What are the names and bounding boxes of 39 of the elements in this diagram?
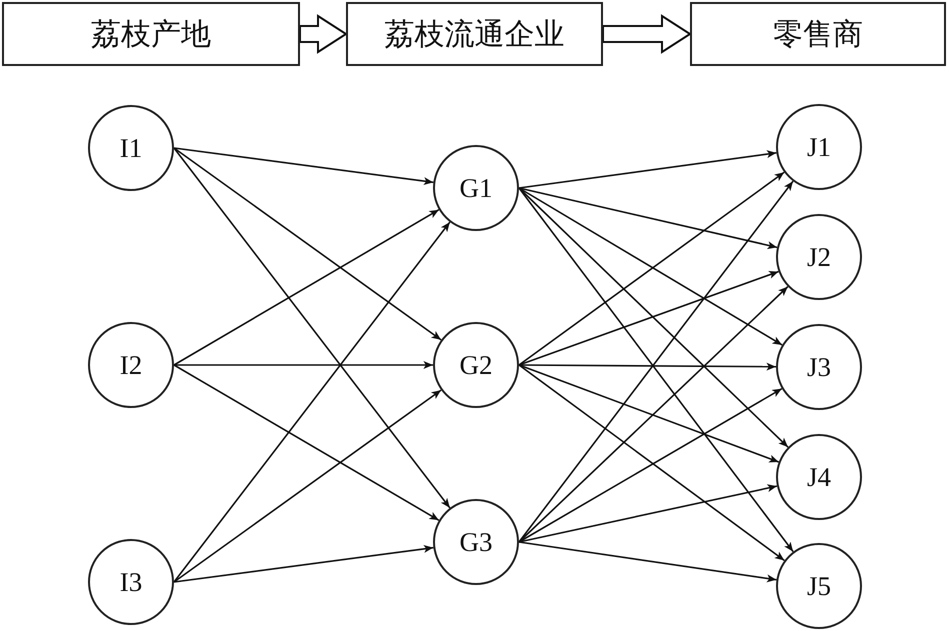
arrow	[174, 147, 434, 186]
node-label: G3	[460, 526, 492, 558]
node-label: I3	[120, 566, 142, 598]
arrow	[519, 362, 776, 371]
arrow	[173, 222, 450, 582]
arrow	[518, 364, 779, 463]
node-label: J3	[806, 352, 831, 382]
stage-box	[2, 2, 300, 66]
arrow	[518, 172, 785, 366]
arrow	[518, 187, 778, 250]
node-label: 零售商	[773, 16, 863, 52]
arrow	[518, 270, 779, 366]
arrow	[174, 209, 440, 366]
arrow	[174, 544, 434, 583]
node-label: 荔枝产地	[91, 16, 211, 52]
node-label: I2	[120, 350, 142, 380]
node-label: J2	[806, 242, 831, 272]
node-label: I1	[120, 132, 142, 164]
node-label: G2	[460, 350, 492, 380]
node-label: J1	[806, 132, 831, 162]
arrow	[173, 148, 450, 508]
arrow	[174, 147, 442, 341]
block-arrow	[602, 14, 692, 54]
arrow	[174, 361, 433, 369]
arrow	[518, 150, 776, 189]
arrow	[174, 364, 440, 521]
stage-box	[346, 2, 603, 66]
arrow	[518, 364, 785, 562]
block-arrow	[299, 14, 348, 54]
arrow	[174, 389, 442, 583]
arrow	[518, 541, 777, 582]
node-label: 荔枝流通企业	[384, 16, 564, 52]
node-label: J4	[806, 462, 831, 492]
arrow	[518, 484, 778, 543]
arrow	[518, 187, 782, 346]
arrow	[518, 388, 782, 543]
stage-box	[690, 2, 946, 66]
node-label: J5	[806, 570, 831, 602]
node-label: G1	[460, 172, 492, 204]
